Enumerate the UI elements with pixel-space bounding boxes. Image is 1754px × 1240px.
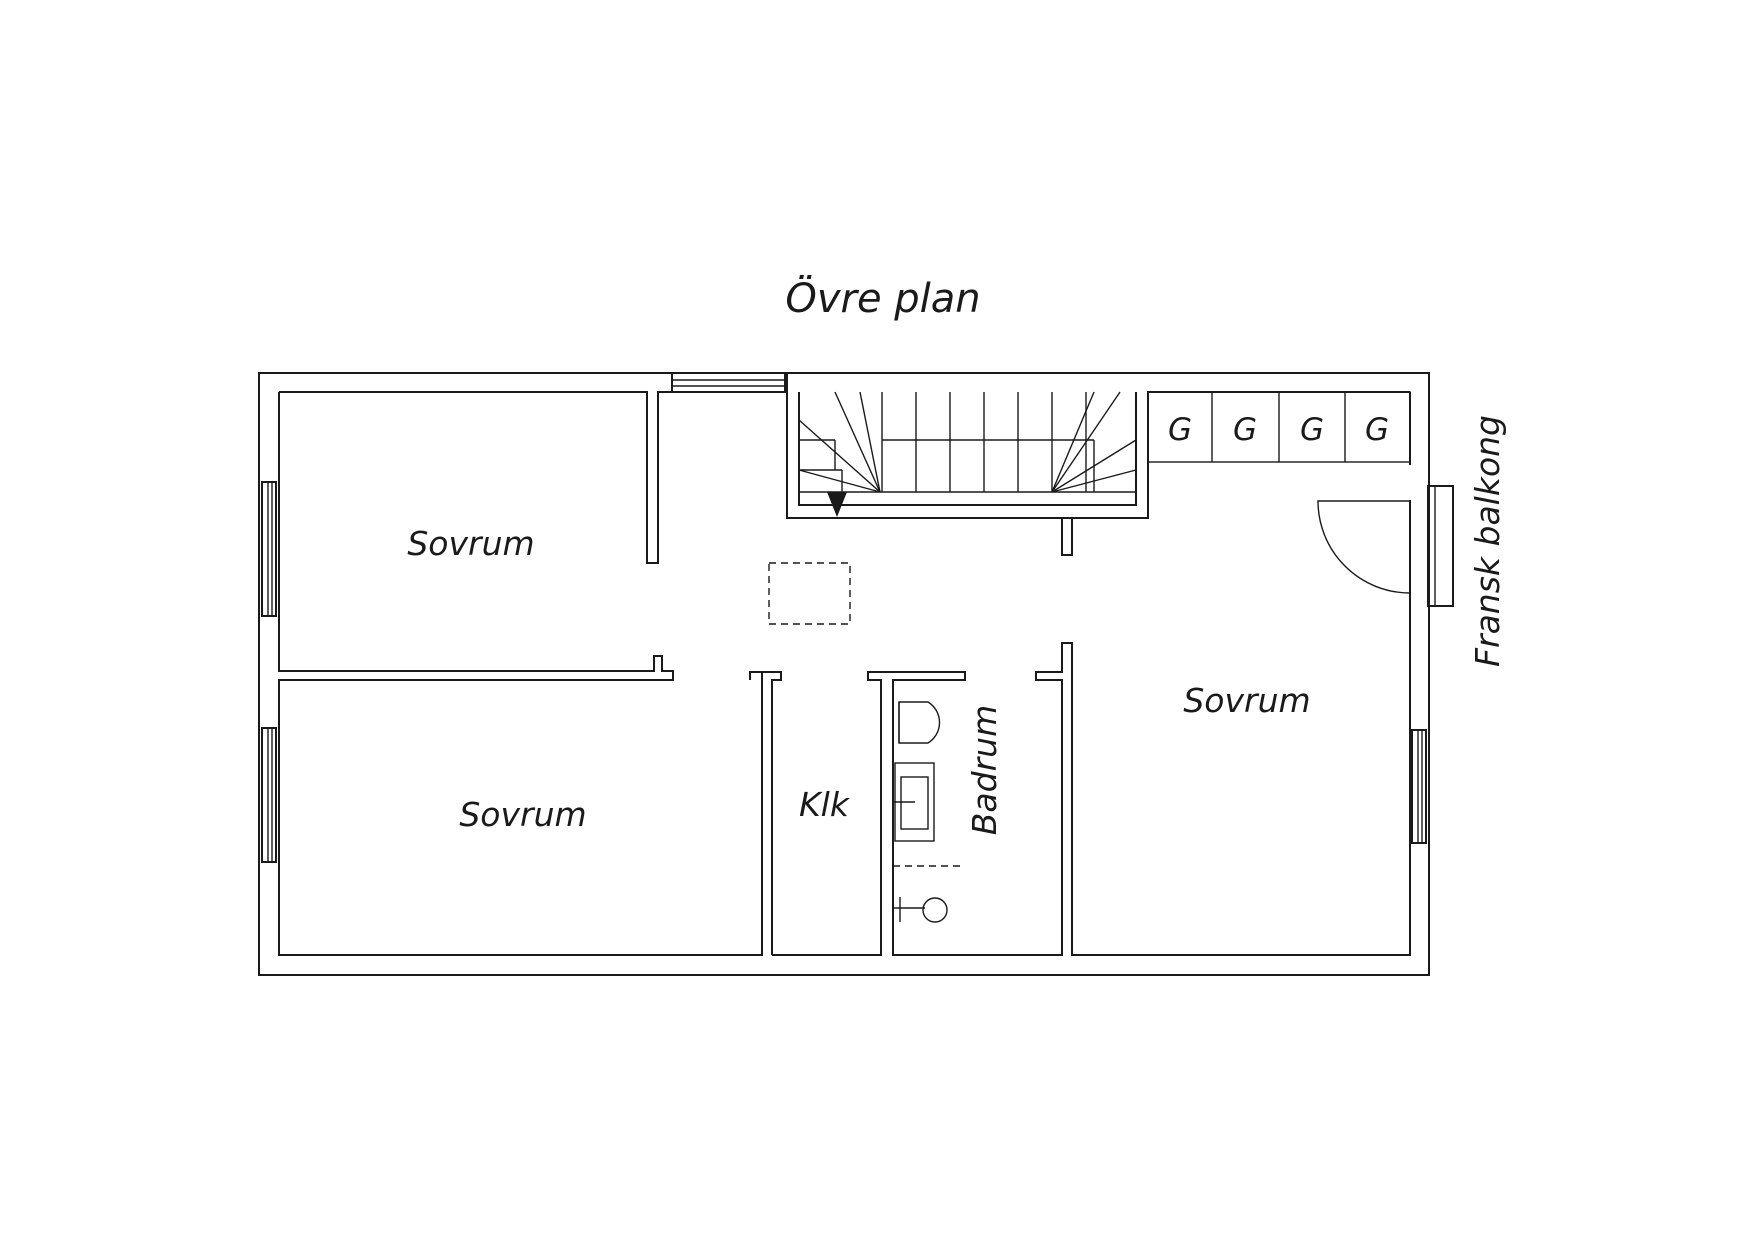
- french-balcony-door: [1317, 485, 1454, 607]
- plan-title: Övre plan: [785, 274, 980, 322]
- sink: [893, 762, 935, 842]
- wardrobes: G G G G: [1147, 391, 1411, 463]
- window-right: [1411, 729, 1427, 844]
- attic-hatch: [768, 562, 851, 625]
- wardrobe-label: G: [1168, 412, 1192, 448]
- wardrobe-label: G: [1365, 412, 1389, 448]
- balcony-label: Fransk balkong: [1468, 415, 1507, 667]
- shower: [893, 897, 948, 923]
- toilet: [898, 701, 941, 744]
- room-label-bathroom: Badrum: [965, 705, 1004, 835]
- room-label-bedroom: Sovrum: [1183, 681, 1310, 720]
- room-label-bedroom: Sovrum: [459, 795, 586, 834]
- outer-walls: [258, 372, 1430, 976]
- wardrobe-label: G: [1300, 412, 1324, 448]
- stair-direction-arrow: [827, 492, 847, 517]
- window-top: [671, 372, 786, 393]
- room-label-bedroom: Sovrum: [407, 524, 534, 563]
- room-label-closet: Klk: [799, 785, 851, 824]
- wardrobe-label: G: [1233, 412, 1257, 448]
- staircase: [798, 391, 1137, 517]
- window-left-lower: [261, 727, 277, 863]
- inner-walls-center: [751, 392, 1411, 956]
- window-left-upper: [261, 481, 277, 617]
